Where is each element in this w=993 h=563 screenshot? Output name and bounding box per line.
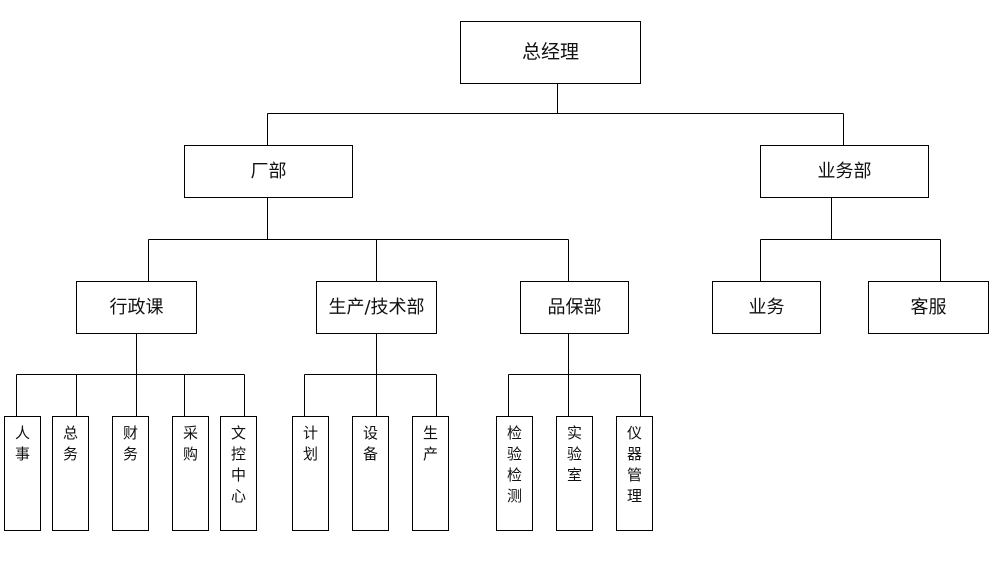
node-quality-item-2-label: 实验室	[567, 424, 583, 484]
node-production-item-3-label: 生产	[423, 424, 439, 463]
node-admin-item-2-label: 总务	[63, 424, 79, 463]
node-quality-assurance: 品保部	[520, 281, 629, 334]
node-admin-item-5-label: 文控中心	[231, 424, 247, 505]
node-admin-item-4: 采购	[172, 416, 209, 531]
node-production-item-1: 计划	[292, 416, 329, 531]
node-production-item-2: 设备	[352, 416, 389, 531]
node-admin-item-5: 文控中心	[220, 416, 257, 531]
node-business-department: 业务部	[760, 145, 929, 198]
node-factory: 厂部	[184, 145, 353, 198]
node-admin-item-2: 总务	[52, 416, 89, 531]
node-production-item-3: 生产	[412, 416, 449, 531]
node-quality-item-2: 实验室	[556, 416, 593, 531]
node-business-item-1: 业务	[712, 281, 821, 334]
node-admin-item-3-label: 财务	[123, 424, 139, 463]
node-admin-item-3: 财务	[112, 416, 149, 531]
node-quality-item-1: 检验检测	[496, 416, 533, 531]
node-quality-item-1-label: 检验检测	[507, 424, 523, 505]
node-general-manager: 总经理	[460, 21, 641, 84]
node-admin-item-1: 人事	[4, 416, 41, 531]
node-admin-item-1-label: 人事	[15, 424, 31, 463]
node-production-item-2-label: 设备	[363, 424, 379, 463]
node-production-item-1-label: 计划	[303, 424, 319, 463]
node-quality-item-3: 仪器管理	[616, 416, 653, 531]
node-business-item-2: 客服	[868, 281, 989, 334]
node-production-technical: 生产/技术部	[316, 281, 437, 334]
node-admin-section: 行政课	[76, 281, 197, 334]
node-admin-item-4-label: 采购	[183, 424, 199, 463]
node-quality-item-3-label: 仪器管理	[627, 424, 643, 505]
